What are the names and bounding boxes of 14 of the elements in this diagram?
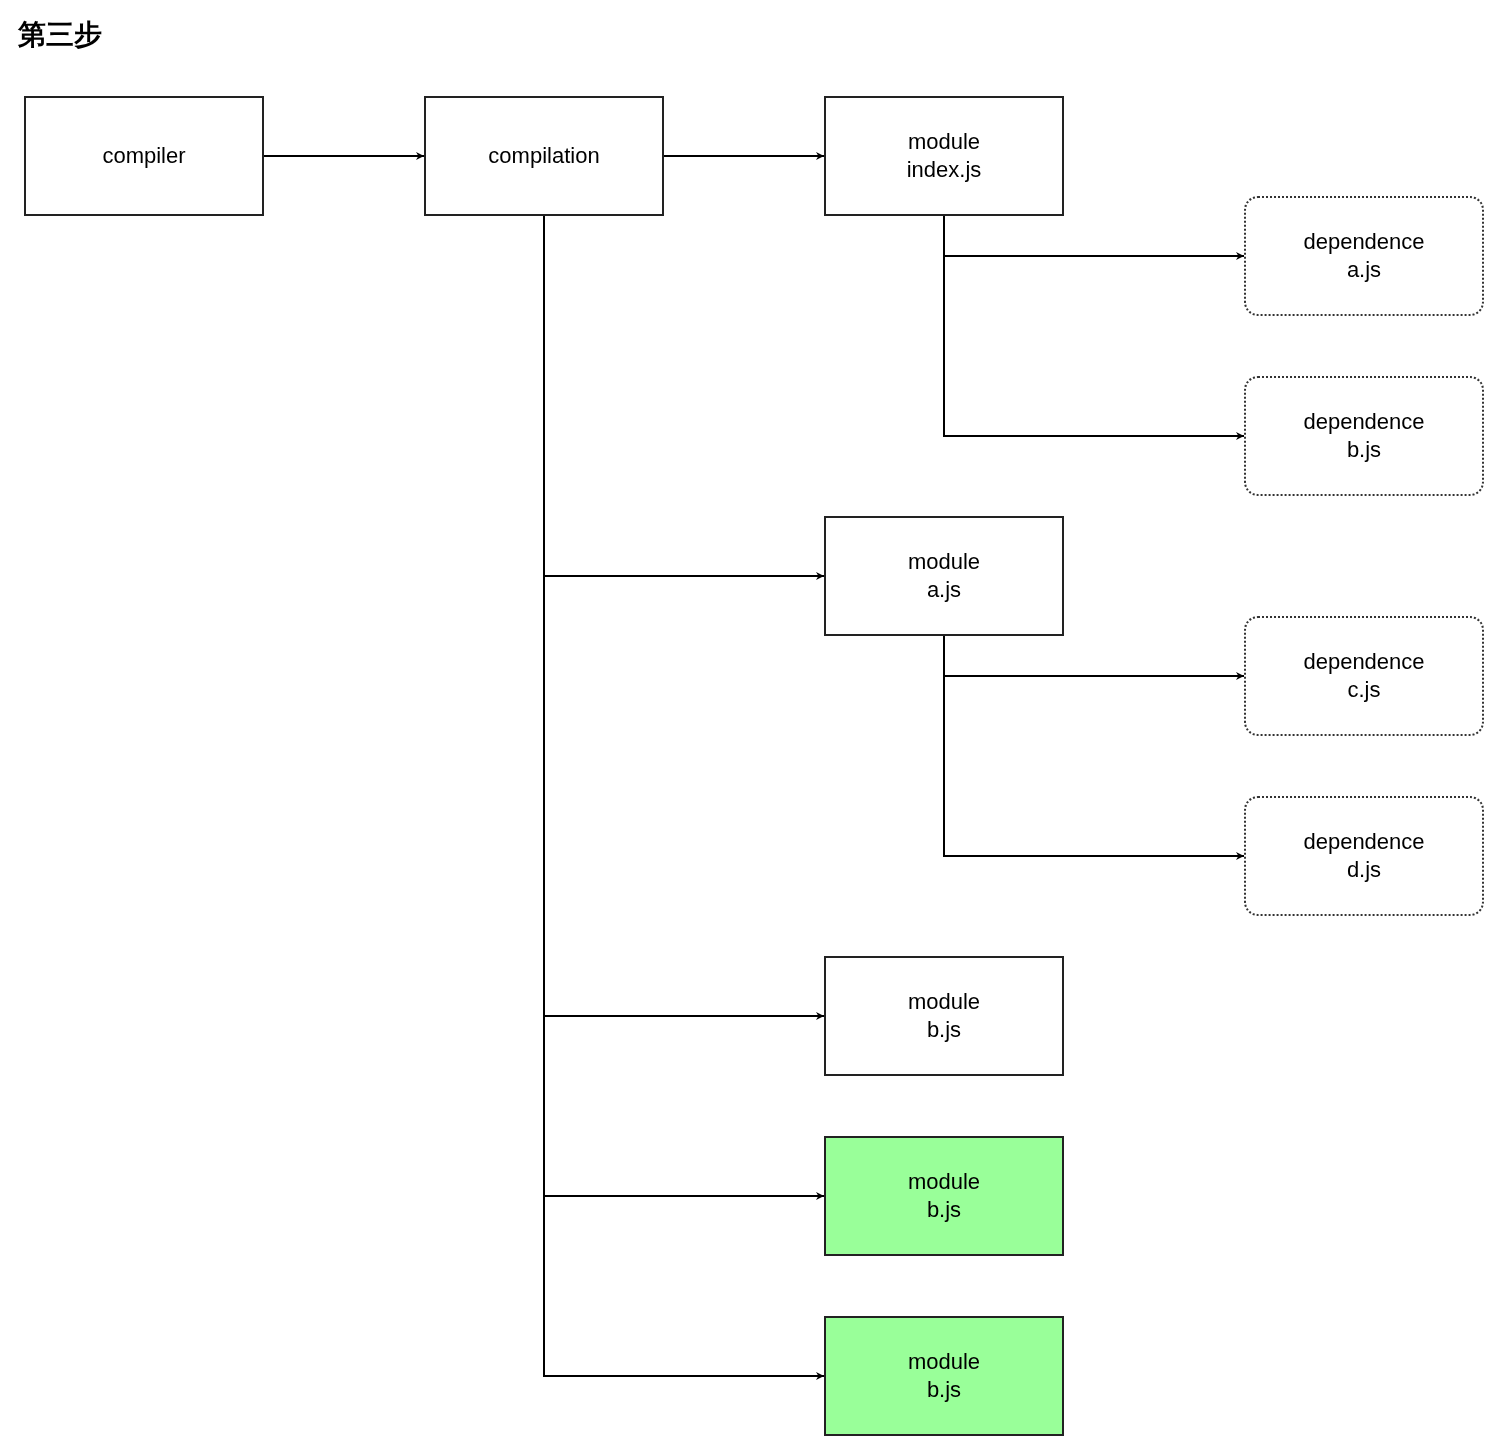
title: 第三步 <box>18 18 102 52</box>
dependency-box: dependence c.js <box>1244 616 1484 736</box>
dependency-box: dependence d.js <box>1244 796 1484 916</box>
module-box: module b.js <box>824 1136 1064 1256</box>
module-box: module index.js <box>824 96 1064 216</box>
arrow <box>263 152 425 160</box>
module-box: compilation <box>424 96 664 216</box>
module-box: module b.js <box>824 956 1064 1076</box>
module-box: module a.js <box>824 516 1064 636</box>
dependency-box: dependence a.js <box>1244 196 1484 316</box>
module-box: compiler <box>24 96 264 216</box>
arrow <box>663 152 825 160</box>
dependency-box: dependence b.js <box>1244 376 1484 496</box>
module-box: module b.js <box>824 1316 1064 1436</box>
